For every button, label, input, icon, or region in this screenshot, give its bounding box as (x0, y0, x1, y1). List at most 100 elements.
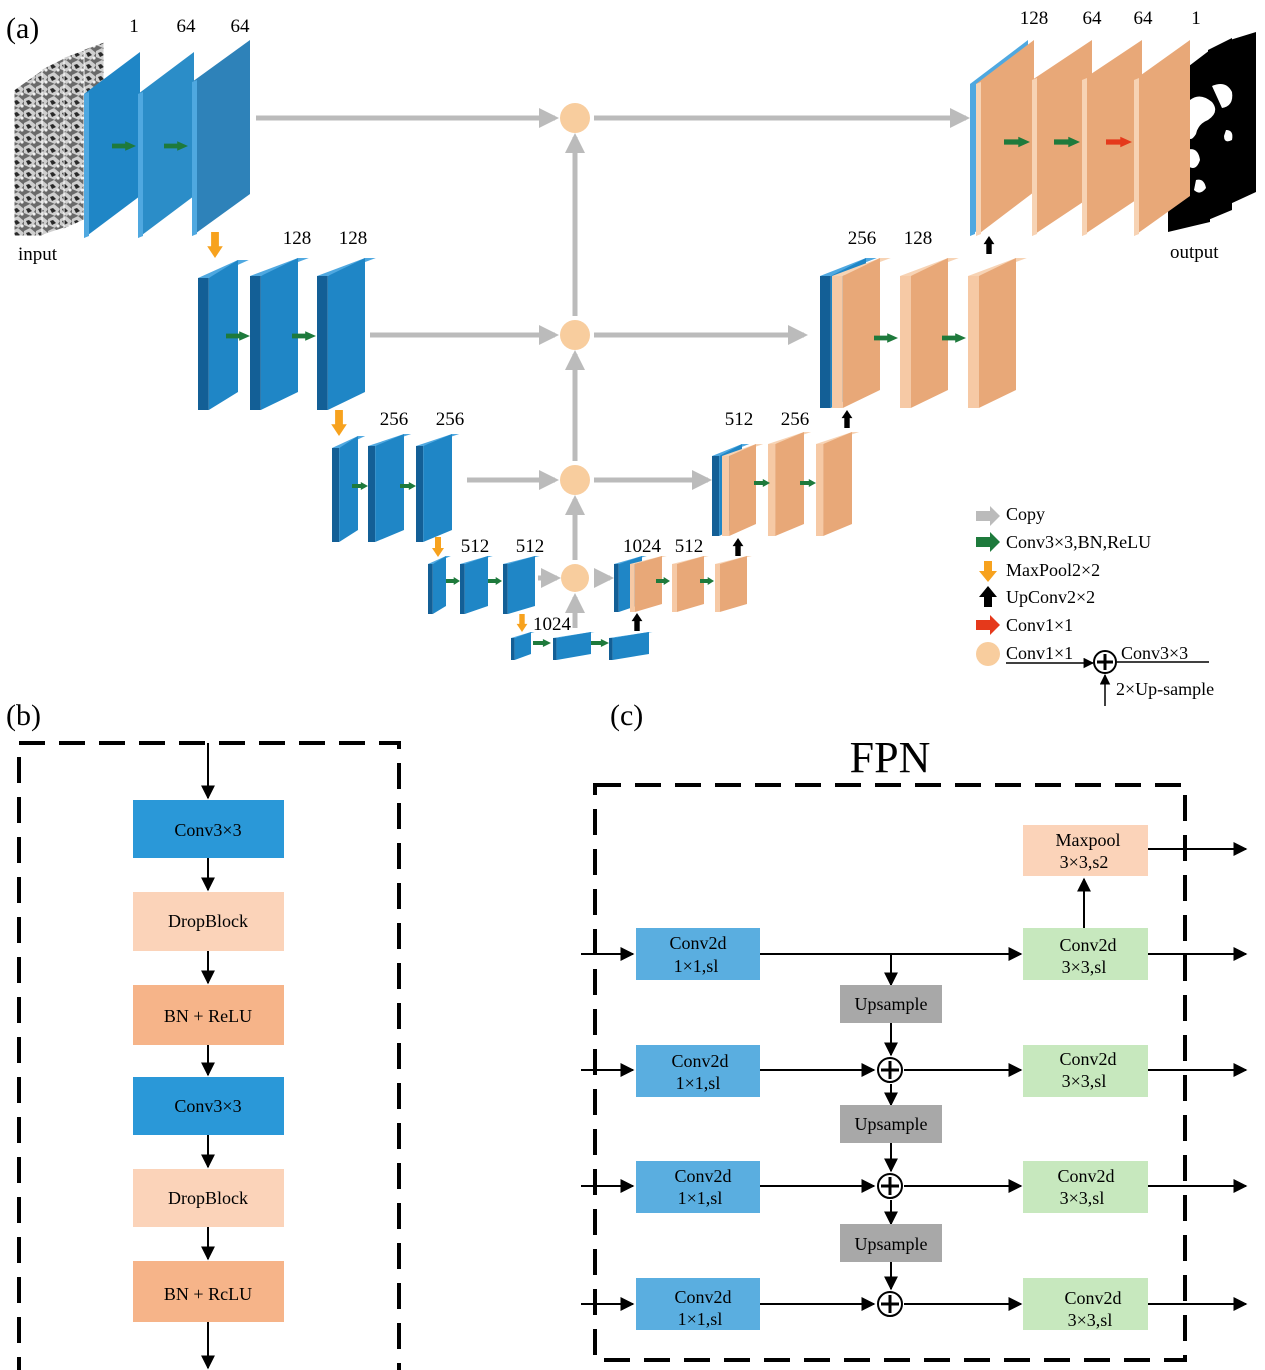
block-front-face (1082, 40, 1142, 236)
fpn-title: FPN (850, 733, 931, 782)
channel-label: 64 (1134, 8, 1154, 29)
unet-op-arrows (112, 136, 1132, 647)
fpn-output-box: Conv2d 3×3,sl (1023, 1278, 1148, 1330)
conv-arrow-icon (400, 482, 416, 490)
decoder-block-l3 (768, 432, 812, 536)
box-line: 3×3,sl (1062, 957, 1107, 977)
block-side-face (900, 276, 911, 408)
conv-arrow-icon (292, 331, 316, 341)
bottleneck-block (609, 632, 653, 660)
encoder-block-l4 (428, 556, 451, 614)
block-front-face (327, 258, 365, 410)
channel-label: 512 (516, 536, 545, 557)
copy-connections (256, 108, 970, 628)
encoder-block-l4 (460, 556, 493, 614)
upconv-arrow-icon (983, 236, 995, 254)
block-side-face (503, 564, 508, 614)
panel-c-fpn: (c) FPN (581, 699, 1248, 1362)
bottleneck-block (511, 632, 535, 660)
box-line: 3×3,s2 (1060, 852, 1109, 872)
legend-item-maxpool: MaxPool2×2 (979, 560, 1100, 582)
panel-b-dashed-frame (17, 741, 401, 1370)
box-line: Maxpool (1056, 830, 1121, 850)
conv-arrow-icon (1054, 136, 1080, 148)
step-label: Conv3×3 (174, 1096, 241, 1116)
block-front-face (978, 258, 1016, 408)
step-label: DropBlock (168, 911, 248, 931)
upconv-arrow-icon (631, 613, 643, 631)
block-front-face (842, 258, 880, 408)
conv1-arrow-icon (976, 615, 1000, 635)
block-side-face (970, 82, 975, 236)
block-front-face (1134, 40, 1190, 236)
panel-a-unet: (a) inpu (6, 8, 1256, 706)
plus-circle-icon (877, 1057, 903, 1083)
maxpool-arrow-icon (516, 614, 528, 632)
panel-b-step: Conv3×3 (133, 1077, 284, 1135)
input-label: input (18, 244, 58, 265)
fusion-node (560, 320, 590, 350)
step-label: BN + ReLU (164, 1006, 252, 1026)
block-side-face (816, 444, 824, 536)
block-side-face (332, 448, 340, 542)
box-line: Conv2d (671, 1051, 728, 1071)
plus-circle-icon (877, 1173, 903, 1199)
legend-item-copy: Copy (976, 504, 1045, 526)
block-front-face (464, 556, 488, 614)
conv-arrow-icon (164, 141, 188, 151)
upconv-arrow-icon (979, 586, 997, 607)
channel-labels: 1 64 64 128 128 256 256 512 512 1024 102… (129, 8, 1201, 635)
panel-b-block: (b) Conv3×3 DropBlock BN + ReLU Conv3×3 (6, 699, 401, 1370)
encoder-block-l1 (192, 40, 250, 236)
maxpool-arrow-icon (207, 232, 223, 258)
maxpool-arrow-icon (979, 561, 997, 582)
decoder-block-l2 (832, 258, 891, 408)
conv-arrow-icon (754, 479, 770, 487)
channel-label: 128 (339, 228, 368, 249)
block-side-face (460, 564, 465, 614)
unet-blocks (84, 40, 1190, 660)
legend-maxpool-label: MaxPool2×2 (1006, 560, 1100, 580)
box-line: Upsample (855, 1234, 928, 1254)
block-side-face (138, 92, 143, 238)
box-line: 1×1,sl (676, 1073, 721, 1093)
block-side-face (84, 92, 89, 238)
legend-item-upconv: UpConv2×2 (979, 586, 1095, 607)
fpn-lateral-box: Conv2d 1×1,sl (636, 1045, 760, 1097)
channel-label: 1024 (533, 614, 572, 635)
legend-item-conv: Conv3×3,BN,ReLU (976, 532, 1151, 552)
channel-label: 1 (1191, 8, 1201, 29)
encoder-block-l3 (416, 434, 460, 542)
block-front-face (634, 556, 662, 612)
block-front-face (910, 258, 948, 408)
bottleneck-block (553, 632, 595, 660)
conv-arrow-icon (112, 141, 136, 151)
output-label: output (1170, 242, 1219, 263)
legend-item-conv1: Conv1×1 (976, 615, 1073, 635)
conv-arrow-icon (976, 532, 1000, 552)
encoder-block-l2 (198, 260, 249, 410)
encoder-block-l2 (250, 258, 309, 410)
channel-label: 64 (1083, 8, 1103, 29)
legend-fuse-up-label: 2×Up-sample (1116, 679, 1214, 699)
channel-label: 256 (848, 228, 877, 249)
block-side-face (198, 278, 209, 410)
channel-label: 1 (129, 16, 139, 37)
conv-arrow-icon (591, 639, 609, 647)
decoder-block-l1 (1082, 40, 1142, 236)
block-side-face (192, 80, 197, 236)
decoder-block-l3 (816, 432, 860, 536)
upconv-arrow-icon (841, 410, 853, 428)
box-line: 1×1,sl (678, 1188, 723, 1208)
block-side-face (1082, 78, 1087, 236)
box-line: Upsample (855, 994, 928, 1014)
block-side-face (317, 276, 328, 410)
fusion-node (561, 564, 589, 592)
conv-arrow-icon (700, 577, 714, 585)
decoder-block-l1 (1032, 40, 1092, 236)
conv-arrow-icon (226, 331, 250, 341)
block-side-face (630, 564, 635, 612)
block-side-face (1134, 78, 1139, 236)
block-front-face (423, 434, 452, 542)
legend-conv1-label: Conv1×1 (1006, 615, 1073, 635)
